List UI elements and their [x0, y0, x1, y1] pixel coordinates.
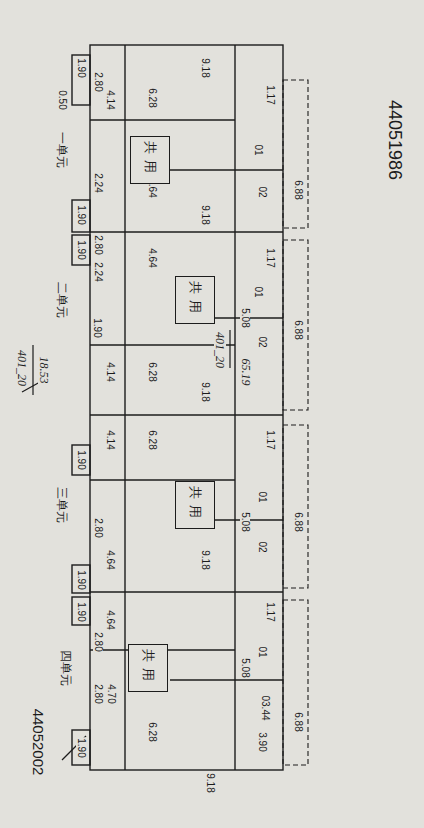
hand-mark — [22, 330, 230, 760]
dimension-label: 2.80 — [93, 631, 103, 652]
dimension-label: 2.24 — [93, 172, 103, 193]
dimension-label: 5.08 — [240, 511, 250, 532]
room-name: 共用 — [142, 649, 155, 687]
dimension-label: 01 — [253, 285, 263, 298]
stair-box: 共用 — [128, 644, 168, 692]
dimension-label: 6.28 — [147, 87, 157, 108]
dimension-label: 1.90 — [92, 317, 102, 338]
dimension-label: 2.80 — [93, 234, 103, 255]
dimension-label: 6.88 — [293, 711, 303, 732]
drawing-number: 44051986 — [386, 99, 404, 181]
dimension-label: 4.64 — [105, 609, 115, 630]
dimension-label: 01 — [253, 143, 263, 156]
unit-label: 二单元 — [56, 281, 68, 319]
unit-label: 401_20 — [214, 331, 226, 369]
dimension-label: 9.18 — [205, 772, 215, 793]
dimension-label: 1.90 — [76, 601, 86, 622]
unit-label: 18.53 — [38, 356, 50, 385]
dimension-label: 5.08 — [240, 307, 250, 328]
dimension-label: 6.88 — [293, 511, 303, 532]
dimension-label: 6.88 — [293, 179, 303, 200]
dimension-label: 1.17 — [265, 601, 275, 622]
dimension-label: 02 — [257, 540, 267, 553]
unit-label: 三单元 — [56, 486, 68, 524]
unit-label: 401_20 — [16, 349, 28, 387]
room-name: 共用 — [144, 141, 157, 179]
room-name: 共用 — [189, 486, 202, 524]
dimension-label: 3.90 — [257, 731, 267, 752]
dimension-label: 4.64 — [105, 549, 115, 570]
dimension-label: 1.90 — [76, 57, 86, 78]
dimension-label: 4.14 — [105, 361, 115, 382]
drawing-number: 44052002 — [31, 708, 46, 777]
dimension-label: 01 — [257, 490, 267, 503]
dimension-label: 6.28 — [147, 429, 157, 450]
dimension-label: 9.18 — [200, 381, 210, 402]
unit-label: 四单元 — [60, 649, 72, 687]
dimension-label: 1.90 — [76, 204, 86, 225]
dimension-label: 4.70 — [106, 683, 116, 704]
dimension-label: 9.18 — [200, 549, 210, 570]
dimension-label: 0.50 — [57, 89, 67, 110]
dimension-label: 6.28 — [147, 361, 157, 382]
dimension-label: 6.28 — [147, 721, 157, 742]
dimension-label: 1.90 — [76, 569, 86, 590]
dimension-label: 01 — [257, 645, 267, 658]
dimension-label: 02 — [257, 185, 267, 198]
dimension-label: 4.64 — [147, 247, 157, 268]
dimension-label: 02 — [257, 335, 267, 348]
dimension-label: 1.17 — [265, 84, 275, 105]
dimension-label: 9.18 — [200, 57, 210, 78]
dimension-label: 6.88 — [293, 319, 303, 340]
dimension-label: 1.90 — [76, 239, 86, 260]
room-name: 共用 — [189, 281, 202, 319]
dimension-label: 1.90 — [76, 449, 86, 470]
dimension-label: 2.80 — [93, 517, 103, 538]
dimension-label: 03.44 — [260, 694, 270, 721]
interior-wall — [90, 45, 283, 770]
dimension-label: 1.90 — [76, 737, 86, 758]
dimension-label: 5.08 — [240, 657, 250, 678]
unit-label: 65.19 — [240, 358, 252, 387]
dimension-label: 4.14 — [105, 429, 115, 450]
outer-wall — [90, 45, 283, 770]
dimension-label: 9.18 — [200, 204, 210, 225]
dimension-label: 4.14 — [105, 89, 115, 110]
dimension-label: 2.24 — [93, 261, 103, 282]
dimension-label: 1.17 — [265, 247, 275, 268]
dimension-label: 2.80 — [93, 683, 103, 704]
balcony — [72, 55, 90, 765]
unit-label: 一单元 — [56, 131, 68, 169]
dimension-label: 2.80 — [93, 71, 103, 92]
dimension-label: 1.17 — [265, 429, 275, 450]
stair-box: 共用 — [130, 136, 170, 184]
stair-box: 共用 — [175, 481, 215, 529]
stair-box: 共用 — [175, 276, 215, 324]
dashed-balcony — [283, 80, 308, 765]
